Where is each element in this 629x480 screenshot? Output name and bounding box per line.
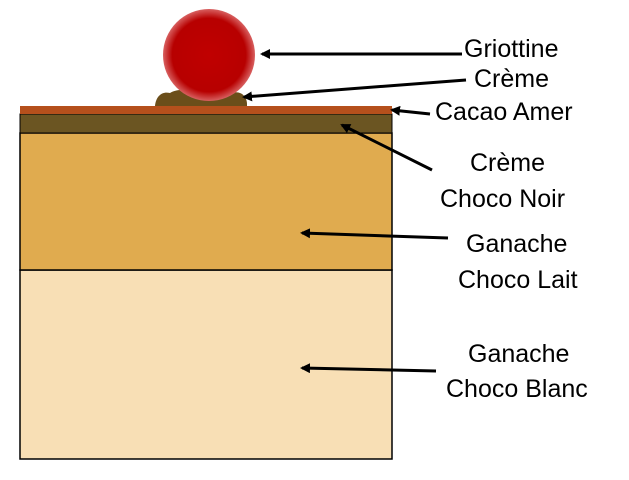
label-ganache-choco-lait-line1: Ganache [466,230,568,258]
label-ganache-choco-blanc-line2: Choco Blanc [446,375,588,403]
label-creme-choco-noir-line1: Crème [470,149,546,177]
arrow-ganache-choco-blanc [300,363,437,374]
label-creme-choco-noir-line2: Choco Noir [440,185,566,213]
label-griottine: Griottine [464,35,559,63]
label-cacao-amer: Cacao Amer [435,98,573,126]
griottine-cherry [163,9,255,101]
label-ganache-choco-lait-line2: Choco Lait [458,266,578,294]
arrow-ganache-choco-lait [300,228,449,240]
label-creme-top: Crème [474,65,550,93]
ganache-choco-lait-layer [19,132,393,271]
cacao-amer-layer [20,106,392,114]
arrow-creme-choco-noir [340,123,433,172]
arrow-creme-top [242,78,467,102]
creme-choco-noir-layer [19,113,393,134]
label-ganache-choco-blanc-line1: Ganache [468,340,570,368]
arrow-cacao-amer [390,105,431,116]
ganache-choco-blanc-layer [19,269,393,460]
